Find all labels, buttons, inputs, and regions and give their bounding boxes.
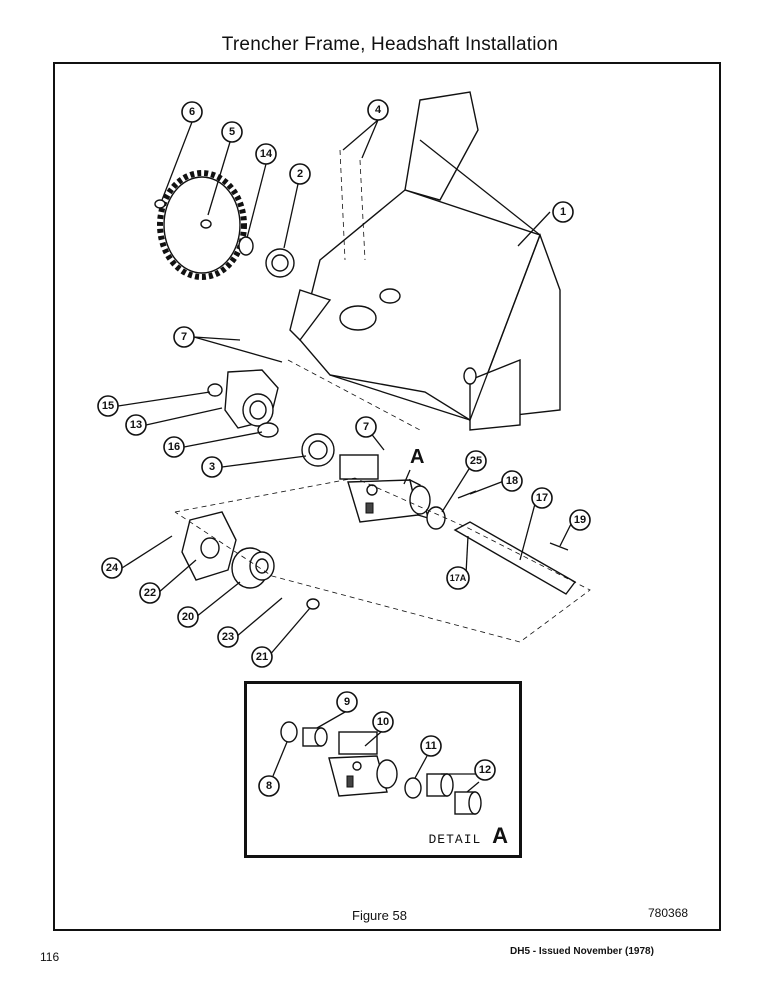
pointer-arrow [403, 469, 411, 485]
callout-10: 10 [372, 711, 394, 733]
callout-label: 8 [266, 780, 272, 792]
snap-ring-part [306, 598, 320, 610]
callout-label: 5 [229, 126, 235, 138]
callout-label: 23 [222, 631, 234, 643]
callout-4: 4 [367, 99, 389, 121]
callout-23: 23 [217, 626, 239, 648]
callout-20: 20 [177, 606, 199, 628]
detail-a-label: DETAIL A [428, 823, 509, 849]
callout-label: 7 [363, 421, 369, 433]
bearing-part [302, 727, 328, 747]
callout-14: 14 [255, 143, 277, 165]
key-part [549, 542, 569, 551]
callout-label: 13 [130, 419, 142, 431]
figure-caption: Figure 58 [352, 908, 407, 923]
callout-label: 21 [256, 651, 268, 663]
seal-part [280, 721, 298, 743]
bearing-part [426, 773, 454, 797]
callout-label: 16 [168, 441, 180, 453]
callout-1: 1 [552, 201, 574, 223]
detail-leader-lines [272, 711, 480, 793]
hub-part [231, 547, 275, 589]
callout-17: 17 [531, 487, 553, 509]
callout-24: 24 [101, 557, 123, 579]
callout-label: 10 [377, 716, 389, 728]
sprocket-part [157, 170, 247, 280]
bearing-part [265, 248, 295, 278]
callout-label: 19 [574, 514, 586, 526]
callout-17a: 17A [446, 566, 470, 590]
snap-ring-part [238, 236, 254, 256]
callout-label: 18 [506, 475, 518, 487]
callout-11: 11 [420, 735, 442, 757]
detail-letter: A [492, 823, 509, 848]
callout-19: 19 [569, 509, 591, 531]
bearing-part [454, 791, 482, 815]
callout-label: 3 [209, 461, 215, 473]
callout-label: 17A [450, 573, 467, 583]
detail-a-inset: 8 9 10 11 12 DETAIL A [244, 681, 522, 858]
figure-frame [53, 62, 721, 931]
callout-label: 17 [536, 492, 548, 504]
page-number: 116 [40, 950, 60, 964]
drawing-number: 780368 [648, 906, 689, 920]
callout-9: 9 [336, 691, 358, 713]
snap-ring-part [154, 199, 166, 209]
callout-7-lower: 7 [355, 416, 377, 438]
callout-18: 18 [501, 470, 523, 492]
callout-15: 15 [97, 395, 119, 417]
callout-12: 12 [474, 759, 496, 781]
callout-label: 1 [560, 206, 566, 218]
issue-note: DH5 - Issued November (1978) [510, 946, 654, 957]
callout-label: 12 [479, 764, 491, 776]
callout-13: 13 [125, 414, 147, 436]
callout-label: 9 [344, 696, 350, 708]
coupling-housing-part [328, 731, 398, 797]
drive-sprocket-part [181, 511, 237, 581]
detail-a-drawing: 8 9 10 11 12 [258, 691, 496, 815]
callout-25: 25 [465, 450, 487, 472]
callout-3: 3 [201, 456, 223, 478]
callout-8: 8 [258, 775, 280, 797]
seal-part [257, 422, 279, 438]
pointer-letter: A [410, 446, 424, 468]
callout-5: 5 [221, 121, 243, 143]
callout-16: 16 [163, 436, 185, 458]
headshaft-part [453, 521, 577, 595]
bearing-housing-part [224, 369, 279, 429]
callout-label: 25 [470, 455, 482, 467]
coupling-housing-part [339, 454, 431, 523]
callout-label: 11 [425, 740, 437, 752]
callout-label: 7 [181, 331, 187, 343]
trencher-frame-part [289, 91, 561, 431]
callout-label: 2 [297, 168, 303, 180]
callout-2: 2 [289, 163, 311, 185]
bearing-part [301, 433, 335, 467]
o-ring-part [207, 383, 223, 397]
callout-label: 20 [182, 611, 194, 623]
assembly-center-lines [174, 149, 591, 643]
seal-part [404, 777, 422, 799]
detail-label-text: DETAIL [428, 832, 482, 847]
callout-22: 22 [139, 582, 161, 604]
leader-lines [117, 119, 573, 658]
callout-label: 24 [106, 562, 119, 574]
callout-label: 22 [144, 587, 156, 599]
callout-label: 4 [375, 104, 382, 116]
callout-label: 14 [260, 148, 273, 160]
callout-label: 6 [189, 106, 195, 118]
callout-6: 6 [181, 101, 203, 123]
callout-7-upper: 7 [173, 326, 195, 348]
page-title: Trencher Frame, Headshaft Installation [221, 34, 559, 55]
callout-21: 21 [251, 646, 273, 668]
callout-label: 15 [102, 400, 114, 412]
